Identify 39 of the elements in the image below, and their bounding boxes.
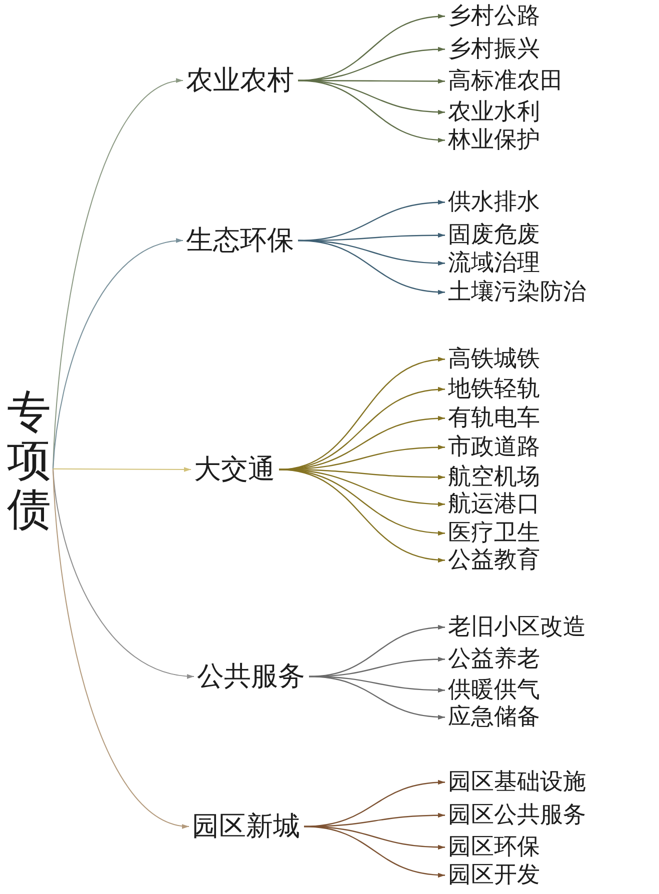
arrow <box>52 468 190 828</box>
leaf-label: 应急储备 <box>448 704 540 730</box>
leaf-label: 土壤污染防治 <box>448 279 586 306</box>
leaf-label: 有轨电车 <box>448 405 540 432</box>
leaf-label: 高标准农田 <box>448 68 563 94</box>
arrow <box>298 240 446 294</box>
leaf-label: 供水排水 <box>448 189 540 216</box>
leaf-label: 乡村振兴 <box>448 36 540 62</box>
leaf-label: 供暖供气 <box>448 677 540 704</box>
leaf-label: 乡村公路 <box>448 3 540 30</box>
arrow <box>52 239 184 470</box>
leaf-label: 高铁城铁 <box>448 346 540 372</box>
leaf-label: 固废危废 <box>448 222 540 248</box>
leaf-label: 市政道路 <box>448 434 540 460</box>
leaf-label: 老旧小区改造 <box>448 614 586 640</box>
branch-label: 公共服务 <box>197 661 305 692</box>
leaf-label: 园区环保 <box>448 834 540 860</box>
leaf-label: 园区基础设施 <box>448 769 586 796</box>
arrow <box>304 826 446 878</box>
leaf-label: 航空机场 <box>448 464 540 490</box>
branch-label: 大交通 <box>194 454 275 486</box>
arrow <box>298 80 446 142</box>
leaf-label: 园区开发 <box>448 862 540 888</box>
branch-label: 生态环保 <box>186 225 294 256</box>
root-label: 专项债 <box>7 389 51 534</box>
leaf-label: 航运港口 <box>448 491 540 518</box>
leaf-label: 公益养老 <box>448 646 540 672</box>
leaf-label: 农业水利 <box>448 99 540 126</box>
leaf-label: 公益教育 <box>448 547 540 574</box>
arrow <box>308 676 446 720</box>
leaf-label: 园区公共服务 <box>448 802 586 828</box>
leaf-label: 流域治理 <box>448 250 540 276</box>
leaf-label: 林业保护 <box>448 127 540 154</box>
arrow <box>52 467 192 472</box>
branch-label: 园区新城 <box>192 811 300 842</box>
arrow <box>278 468 446 562</box>
leaf-label: 医疗卫生 <box>448 520 540 546</box>
branch-label: 农业农村 <box>186 65 294 96</box>
leaf-label: 地铁轻轨 <box>448 376 540 402</box>
